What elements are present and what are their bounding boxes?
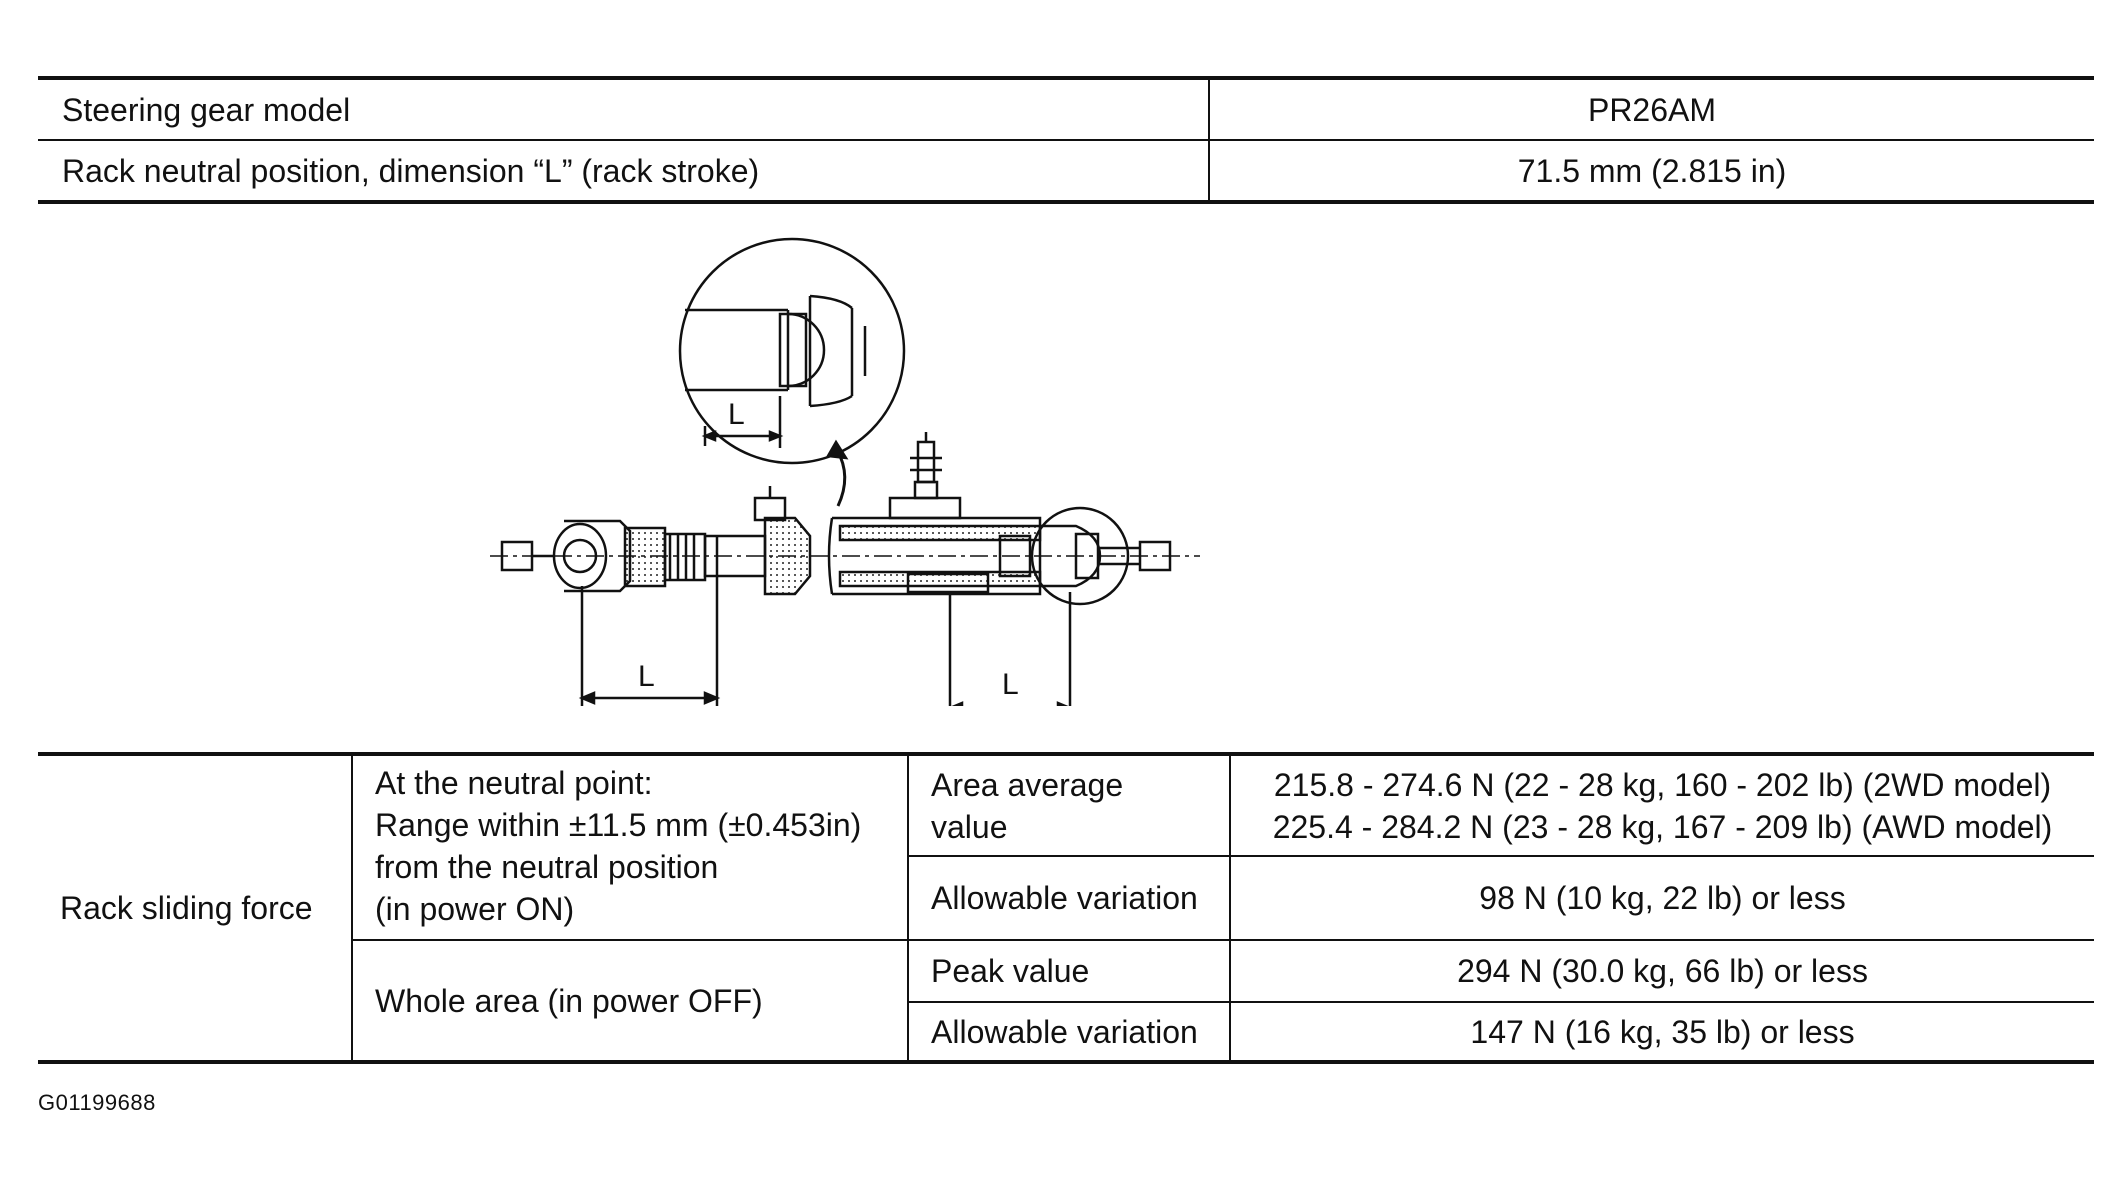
table-row: Allowable variation 147 N (16 kg, 35 lb)… (38, 1001, 2094, 1062)
rack-sliding-force-table: Rack sliding force At the neutral point:… (38, 752, 2094, 1064)
table-row: Whole area (in power OFF) Peak value 294… (38, 939, 2094, 1062)
allowable-variation-value-power-off: 147 N (16 kg, 35 lb) or less (1229, 1001, 2094, 1062)
left-tie-rod (500, 516, 812, 596)
right-tie-rod (1030, 506, 1172, 606)
area-average-value: 215.8 - 274.6 N (22 - 28 kg, 160 - 202 l… (1229, 754, 2094, 857)
callout-arrowhead (825, 439, 849, 460)
spec-value-rack-neutral: 71.5 mm (2.815 in) (1209, 139, 2094, 202)
rack-tube (827, 432, 1042, 596)
group-neutral-point: At the neutral point: Range within ±11.5… (351, 754, 909, 941)
dimension-label-right: L (1002, 668, 1019, 701)
peak-value-label: Peak value (907, 939, 1231, 1003)
allowable-variation-label-power-off: Allowable variation (908, 1001, 1231, 1062)
spec-value-gear-model: PR26AM (1587, 91, 1717, 128)
table-row: Rack sliding force At the neutral point:… (38, 754, 2094, 1062)
spec-label-gear-model: Steering gear model (38, 78, 1210, 140)
peak-value-value: 294 N (30.0 kg, 66 lb) or less (1229, 939, 2094, 1003)
table-row: Allowable variation 98 N (10 kg, 22 lb) … (38, 855, 2094, 941)
table-row: Steering gear model PR26AM (38, 78, 2094, 140)
spec-table: Steering gear model PR26AM Rack neutral … (38, 76, 2094, 204)
steering-gear-diagram: L L L (490, 237, 1200, 706)
group-whole-area: Whole area (in power OFF) (352, 939, 909, 1062)
dimension-label-left: L (638, 660, 655, 693)
allowable-variation-label-power-on: Allowable variation (908, 855, 1231, 941)
figure-code: G01199688 (38, 1090, 156, 1115)
pinion-housing (753, 486, 787, 522)
spec-label-rack-neutral: Rack neutral position, dimension “L” (ra… (38, 139, 1210, 202)
dimension-label-inset: L (728, 398, 745, 431)
table-row: Rack neutral position, dimension “L” (ra… (38, 139, 2094, 202)
allowable-variation-value-power-on: 98 N (10 kg, 22 lb) or less (1229, 855, 2094, 941)
dimension-right (948, 592, 1072, 706)
dimension-left (578, 536, 721, 706)
row-header-rack-sliding-force: Rack sliding force (38, 754, 353, 1062)
magnified-inset (678, 237, 906, 465)
area-average-label: Area average value (907, 754, 1231, 857)
